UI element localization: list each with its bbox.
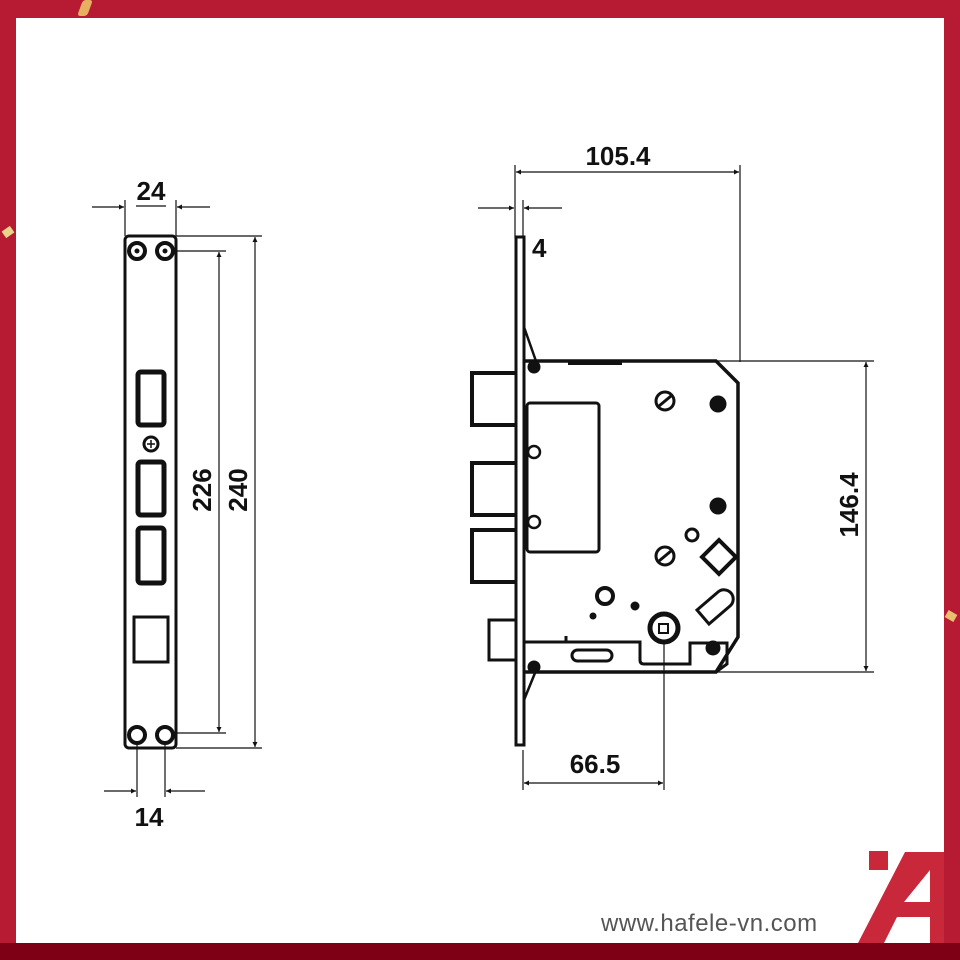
hafele-logo-icon bbox=[858, 851, 944, 943]
backset-label: 66.5 bbox=[570, 749, 621, 779]
body-height-label: 146.4 bbox=[834, 472, 864, 538]
faceplate-thickness-label: 4 bbox=[532, 233, 547, 263]
top-frame-border bbox=[0, 0, 960, 18]
bottom-frame-border bbox=[0, 943, 960, 960]
faceplate-inner-height-label: 226 bbox=[187, 468, 217, 511]
website-url[interactable]: www.hafele-vn.com bbox=[601, 910, 818, 937]
faceplate-outer-height-label: 240 bbox=[223, 468, 253, 511]
faceplate-width-label: 24 bbox=[137, 176, 166, 206]
lock-case-outline bbox=[524, 359, 740, 674]
faceplate-view bbox=[92, 200, 262, 797]
faceplate-side bbox=[514, 235, 526, 747]
lock-body-view bbox=[470, 165, 874, 790]
faceplate-outline bbox=[123, 234, 178, 750]
hole-spacing-label: 14 bbox=[135, 802, 164, 832]
total-depth-label: 105.4 bbox=[585, 141, 651, 171]
